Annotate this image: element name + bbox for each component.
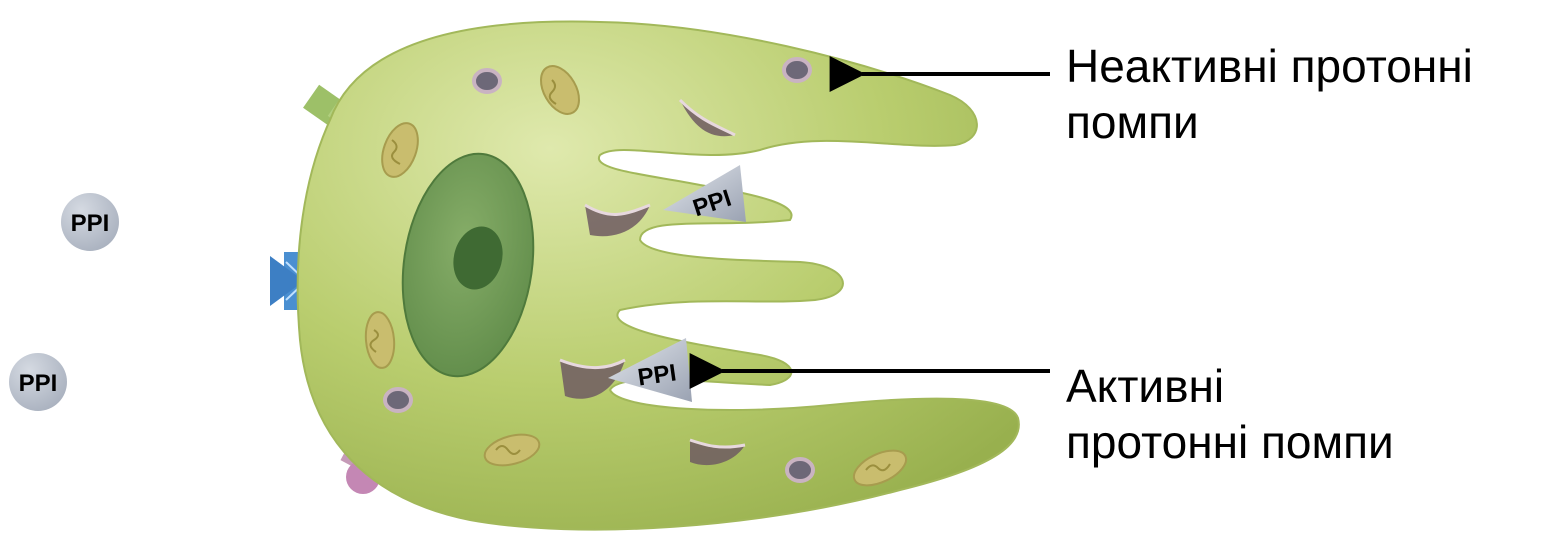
label-line: протонні помпи <box>1066 414 1394 470</box>
label-inactive-proton-pumps: Неактивні протонні помпи <box>1066 38 1473 150</box>
label-active-proton-pumps: Активні протонні помпи <box>1066 358 1394 470</box>
ppi-label: PPI <box>71 210 110 237</box>
ppi-molecule-outside-1: PPI <box>61 193 119 251</box>
ppi-label: PPI <box>636 359 678 391</box>
label-line: помпи <box>1066 94 1473 150</box>
ppi-molecule-outside-2: PPI <box>9 353 67 411</box>
label-line: Активні <box>1066 358 1394 414</box>
label-line: Неактивні протонні <box>1066 38 1473 94</box>
ppi-label: PPI <box>19 370 58 397</box>
